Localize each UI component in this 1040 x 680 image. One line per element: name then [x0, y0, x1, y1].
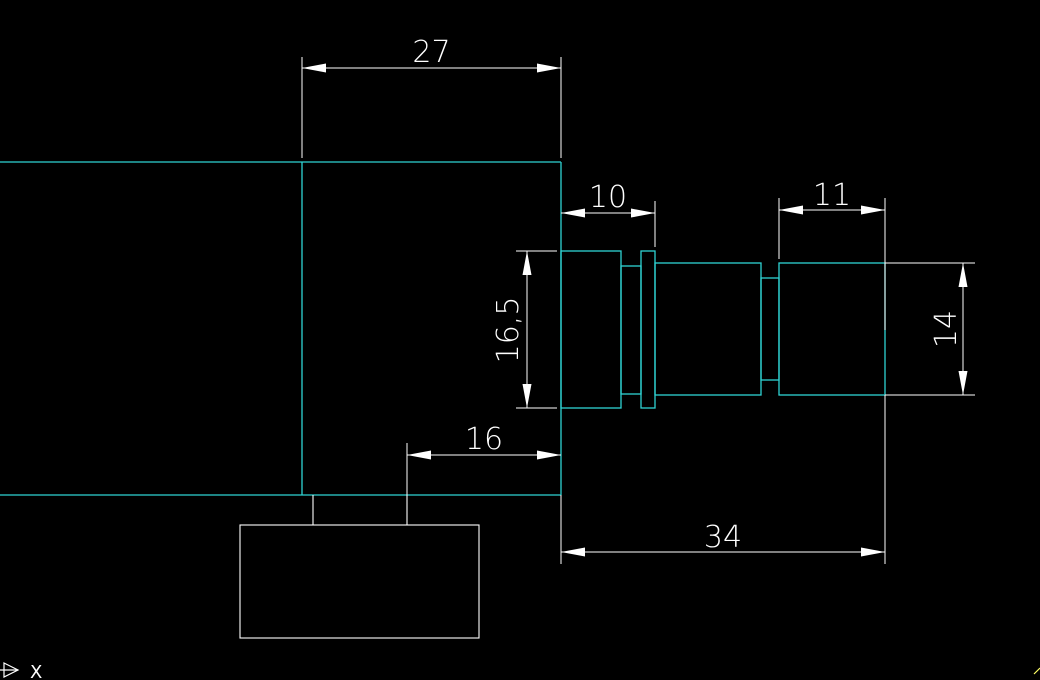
- dimension-label-lower-offset: 16: [465, 422, 503, 457]
- dimension-left-diameter[interactable]: 16,5: [491, 250, 557, 409]
- dimension-top-width[interactable]: 27: [301, 35, 562, 158]
- dimension-total-shaft-length[interactable]: 34: [560, 395, 886, 564]
- dimension-shaft-first-step[interactable]: 10: [561, 180, 656, 247]
- dimension-label-shaft-first-step: 10: [589, 180, 627, 215]
- dimension-label-total-shaft-length: 34: [704, 520, 742, 555]
- dimension-shaft-last-step[interactable]: 11: [778, 178, 886, 330]
- dimension-label-shaft-last-step: 11: [813, 178, 851, 213]
- stepped-shaft: [560, 250, 886, 409]
- ucs-axis-label: X: [30, 662, 42, 680]
- dimension-label-top-width: 27: [412, 35, 450, 70]
- dimension-lower-offset[interactable]: 16: [406, 422, 561, 495]
- lower-bracket: [239, 495, 480, 639]
- ucs-axis-icon: X: [0, 662, 42, 680]
- housing-block: [0, 161, 562, 496]
- dimension-label-right-diameter: 14: [929, 310, 964, 348]
- dimension-right-diameter[interactable]: 14: [885, 262, 975, 396]
- dimension-label-left-diameter: 16,5: [491, 297, 526, 364]
- cursor-crosshair-icon: [1033, 667, 1040, 675]
